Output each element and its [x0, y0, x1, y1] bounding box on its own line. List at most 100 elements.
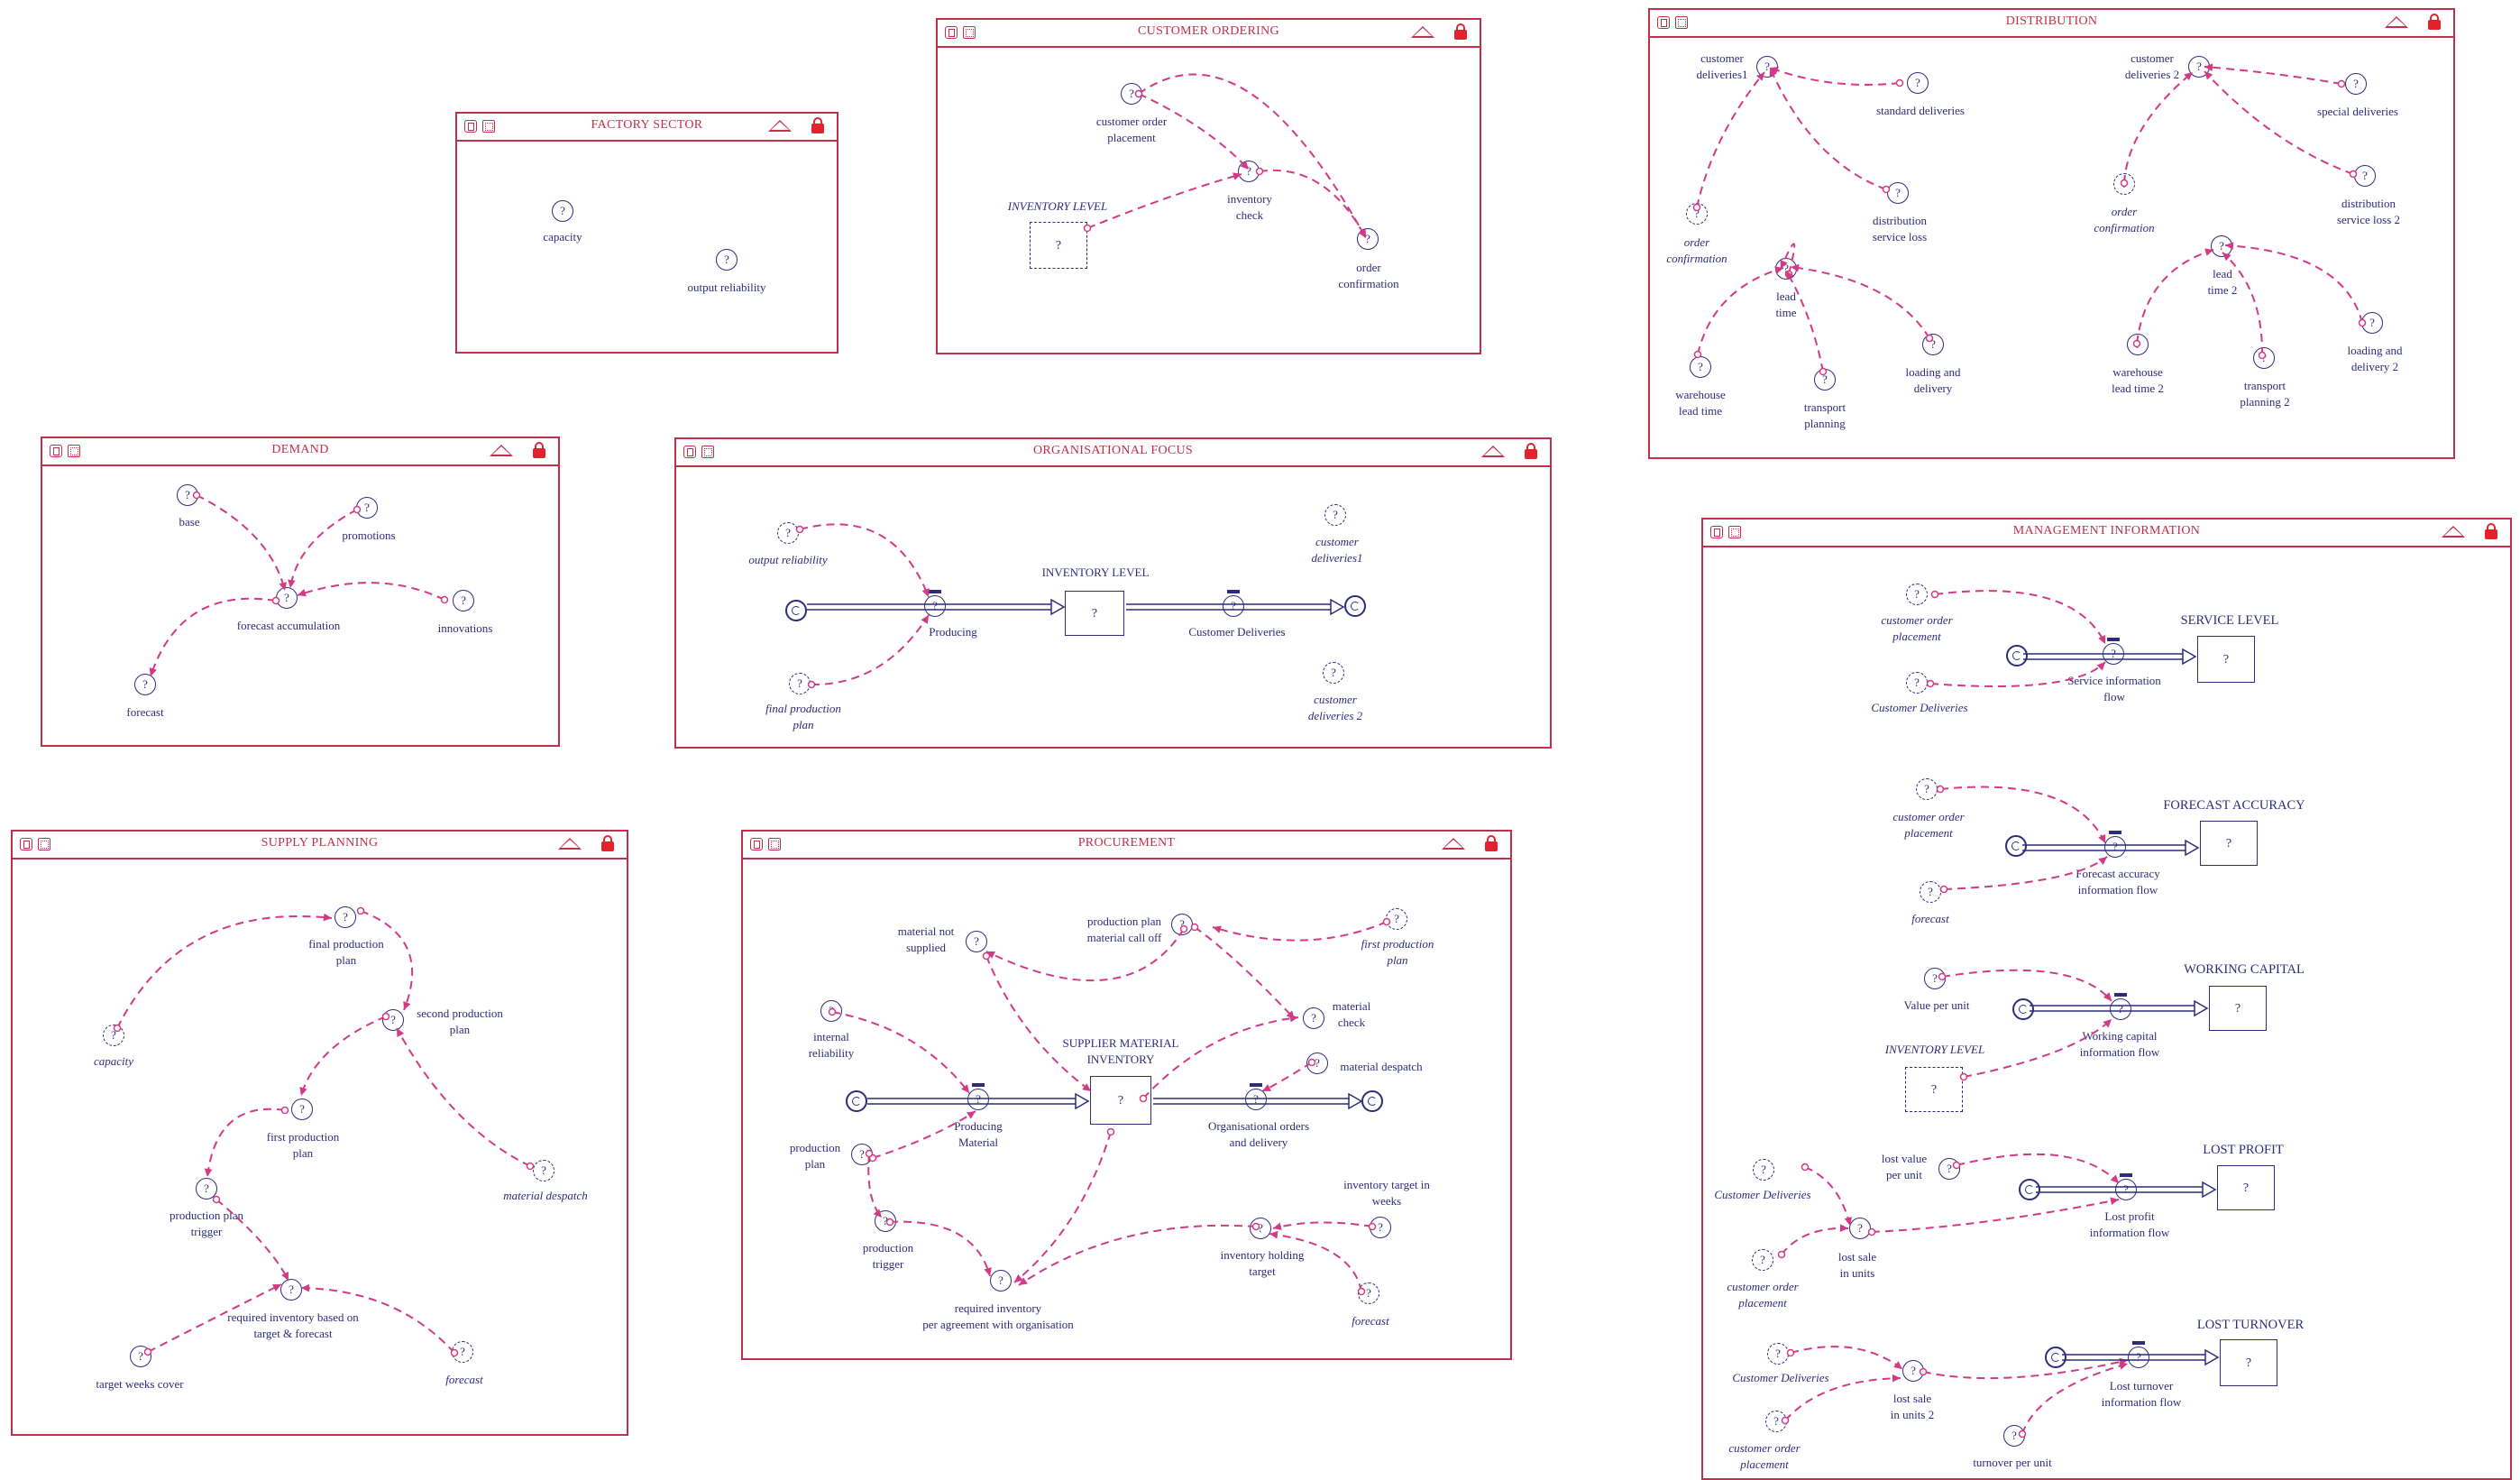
- customer-deliveries-ghost-2[interactable]: ?: [1753, 1159, 1774, 1181]
- innovations-variable[interactable]: ?: [453, 590, 474, 611]
- final-production-plan-variable[interactable]: ?: [334, 906, 356, 928]
- lead-time-variable[interactable]: ?: [1775, 258, 1797, 280]
- customer-deliveries2-variable[interactable]: ?: [2188, 56, 2210, 78]
- working-capital-stock[interactable]: ?: [2209, 986, 2267, 1031]
- lost-turnover-valve[interactable]: ?: [2128, 1341, 2149, 1368]
- inventory-target-in-weeks-variable[interactable]: ?: [1370, 1217, 1391, 1238]
- value-per-unit-variable[interactable]: ?: [1924, 968, 1946, 989]
- customer-order-placement-ghost-3[interactable]: ?: [1752, 1249, 1773, 1271]
- distribution-service-loss-variable[interactable]: ?: [1887, 182, 1909, 204]
- forecast-accuracy-valve[interactable]: ?: [2104, 831, 2126, 858]
- production-trigger-variable[interactable]: ?: [875, 1210, 896, 1232]
- inventory-holding-target-variable[interactable]: ?: [1250, 1218, 1271, 1239]
- sector-grid-icon[interactable]: [1728, 526, 1741, 538]
- lock-icon[interactable]: [2428, 14, 2441, 30]
- production-plan-trigger-variable[interactable]: ?: [196, 1178, 217, 1200]
- production-plan-variable[interactable]: ?: [851, 1144, 873, 1165]
- material-check-variable[interactable]: ?: [1303, 1007, 1324, 1029]
- lost-turnover-stock[interactable]: ?: [2220, 1339, 2277, 1386]
- sector-view-icon[interactable]: [683, 446, 696, 458]
- customer-deliveries-valve[interactable]: ?: [1223, 590, 1244, 617]
- sector-view-icon[interactable]: [464, 120, 477, 133]
- working-capital-valve[interactable]: ?: [2110, 993, 2131, 1020]
- customer-deliveries1-ghost[interactable]: ?: [1324, 504, 1346, 526]
- inventory-level-ghost-mi[interactable]: ?: [1905, 1067, 1963, 1112]
- sector-grid-icon[interactable]: [38, 838, 50, 850]
- collapse-triangle-icon[interactable]: [2385, 16, 2408, 28]
- lock-icon[interactable]: [811, 117, 824, 133]
- customer-order-placement-ghost-1[interactable]: ?: [1906, 584, 1928, 605]
- customer-order-placement-variable[interactable]: ?: [1121, 83, 1142, 105]
- order-confirmation-ghost[interactable]: ?: [1686, 203, 1708, 225]
- warehouse-lead-time-variable[interactable]: ?: [1690, 356, 1711, 378]
- lost-sale-in-units2-variable[interactable]: ?: [1902, 1360, 1924, 1382]
- sector-grid-icon[interactable]: [482, 120, 495, 133]
- sector-view-icon[interactable]: [1710, 526, 1723, 538]
- material-despatch-ghost[interactable]: ?: [533, 1160, 554, 1181]
- sector-view-icon[interactable]: [750, 838, 763, 850]
- collapse-triangle-icon[interactable]: [2442, 526, 2465, 538]
- order-confirmation2-ghost[interactable]: ?: [2113, 173, 2135, 195]
- collapse-triangle-icon[interactable]: [490, 445, 513, 456]
- output-reliability-ghost[interactable]: ?: [777, 522, 799, 544]
- first-production-plan-variable[interactable]: ?: [291, 1099, 313, 1120]
- lock-icon[interactable]: [1485, 835, 1498, 851]
- internal-reliability-variable[interactable]: ?: [820, 1000, 842, 1022]
- sector-view-icon[interactable]: [20, 838, 32, 850]
- customer-order-placement-ghost-2[interactable]: ?: [1916, 778, 1938, 800]
- customer-deliveries1-variable[interactable]: ?: [1756, 56, 1778, 78]
- inventory-check-variable[interactable]: ?: [1238, 161, 1260, 182]
- customer-deliveries2-ghost[interactable]: ?: [1323, 662, 1344, 684]
- capacity-ghost[interactable]: ?: [103, 1025, 124, 1046]
- forecast-accumulation-variable[interactable]: ?: [276, 587, 298, 609]
- collapse-triangle-icon[interactable]: [1481, 446, 1505, 457]
- producing-material-valve[interactable]: ?: [967, 1083, 989, 1110]
- collapse-triangle-icon[interactable]: [1442, 838, 1465, 850]
- customer-order-placement-ghost-4[interactable]: ?: [1765, 1411, 1787, 1432]
- turnover-per-unit-variable[interactable]: ?: [2003, 1425, 2025, 1447]
- sector-grid-icon[interactable]: [701, 446, 714, 458]
- required-inventory-variable[interactable]: ?: [280, 1279, 302, 1301]
- capacity-variable[interactable]: ?: [552, 200, 573, 222]
- inventory-level-stock[interactable]: ?: [1065, 591, 1124, 636]
- material-not-supplied-variable[interactable]: ?: [966, 931, 987, 952]
- collapse-triangle-icon[interactable]: [1411, 26, 1434, 38]
- sector-grid-icon[interactable]: [1675, 16, 1688, 29]
- forecast-ghost-sp[interactable]: ?: [452, 1341, 473, 1363]
- lock-icon[interactable]: [533, 442, 545, 458]
- service-information-valve[interactable]: ?: [2103, 638, 2124, 665]
- sector-grid-icon[interactable]: [963, 26, 976, 39]
- lost-value-per-unit-variable[interactable]: ?: [1938, 1158, 1960, 1180]
- sector-grid-icon[interactable]: [68, 445, 80, 457]
- second-production-plan-variable[interactable]: ?: [382, 1009, 404, 1031]
- warehouse-lead-time2-variable[interactable]: ?: [2127, 334, 2149, 355]
- customer-deliveries-ghost-1[interactable]: ?: [1906, 672, 1928, 694]
- standard-deliveries-variable[interactable]: ?: [1907, 72, 1929, 94]
- sector-view-icon[interactable]: [945, 26, 958, 39]
- final-production-plan-ghost[interactable]: ?: [789, 673, 811, 694]
- lock-icon[interactable]: [1454, 23, 1467, 40]
- service-level-stock[interactable]: ?: [2197, 636, 2255, 683]
- lead-time2-variable[interactable]: ?: [2211, 235, 2232, 257]
- forecast-ghost-mi[interactable]: ?: [1920, 881, 1941, 903]
- production-plan-call-off-variable[interactable]: ?: [1171, 914, 1193, 935]
- supplier-material-inventory-stock[interactable]: ?: [1090, 1076, 1151, 1125]
- customer-deliveries-ghost-3[interactable]: ?: [1767, 1343, 1789, 1365]
- loading-and-delivery-variable[interactable]: ?: [1922, 334, 1944, 355]
- sector-grid-icon[interactable]: [768, 838, 781, 850]
- inventory-level-ghost-stock[interactable]: ?: [1030, 222, 1087, 269]
- transport-planning2-variable[interactable]: ?: [2253, 347, 2275, 369]
- org-orders-delivery-valve[interactable]: ?: [1245, 1083, 1267, 1110]
- lock-icon[interactable]: [601, 835, 614, 851]
- forecast-variable[interactable]: ?: [134, 674, 156, 695]
- required-inventory-agreement-variable[interactable]: ?: [990, 1270, 1012, 1292]
- promotions-variable[interactable]: ?: [356, 497, 378, 519]
- forecast-ghost-pr[interactable]: ?: [1358, 1282, 1379, 1304]
- order-confirmation-variable[interactable]: ?: [1357, 228, 1379, 250]
- loading-and-delivery2-variable[interactable]: ?: [2361, 312, 2383, 334]
- first-production-plan-ghost-pr[interactable]: ?: [1386, 908, 1407, 930]
- target-weeks-cover-variable[interactable]: ?: [130, 1346, 151, 1367]
- special-deliveries-variable[interactable]: ?: [2345, 73, 2367, 95]
- transport-planning-variable[interactable]: ?: [1814, 369, 1836, 391]
- sector-view-icon[interactable]: [1657, 16, 1670, 29]
